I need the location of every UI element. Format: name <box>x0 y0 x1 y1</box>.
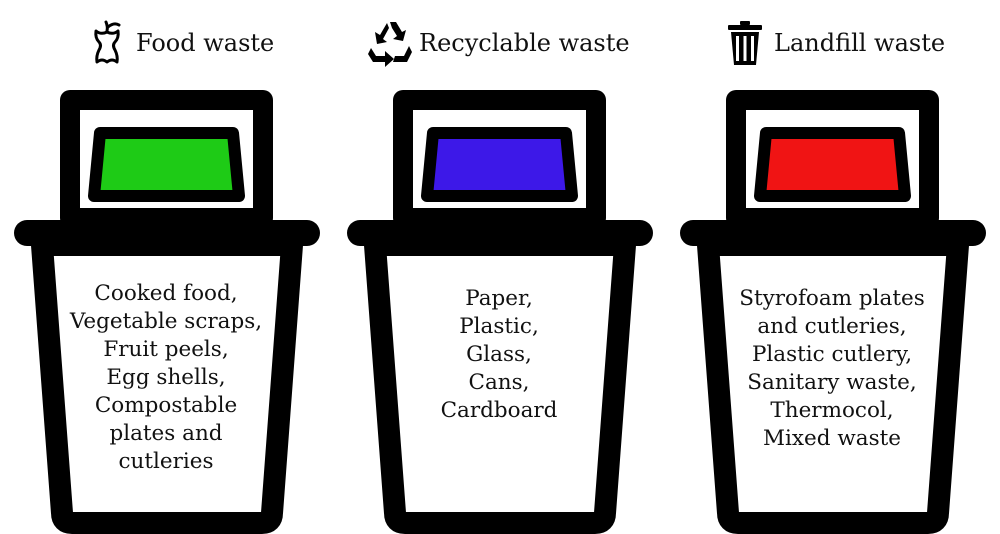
recyclable-waste-header: Recyclable waste <box>365 8 630 78</box>
list-item: Paper, <box>465 286 533 311</box>
list-item: Cardboard <box>440 398 558 423</box>
list-item: plates and <box>109 421 223 446</box>
landfill-waste-item-list: Styrofoam plates and cutleries, Plastic … <box>721 285 943 453</box>
landfill-waste-lid-opening <box>754 127 911 202</box>
recycle-icon <box>365 18 415 68</box>
list-item: Cooked food, <box>94 281 238 306</box>
list-item: Glass, <box>466 342 532 367</box>
landfill-waste-header: Landfill waste <box>720 8 945 78</box>
list-item: Plastic cutlery, <box>751 342 913 367</box>
recyclable-waste-title: Recyclable waste <box>419 29 630 57</box>
list-item: Plastic, <box>459 314 539 339</box>
list-item: Cans, <box>468 370 530 395</box>
landfill-waste-bin: Landfill waste Styrofoam plates and cutl… <box>666 0 1000 534</box>
bin-outline <box>680 90 986 534</box>
recyclable-waste-item-list: Paper, Plastic, Glass, Cans, Cardboard <box>388 285 610 425</box>
list-item: cutleries <box>118 449 214 474</box>
landfill-waste-title: Landfill waste <box>774 29 946 57</box>
list-item: Thermocol, <box>770 398 894 423</box>
food-waste-lid-opening <box>88 127 245 202</box>
list-item: Sanitary waste, <box>747 370 917 395</box>
bin-outline <box>347 90 653 534</box>
recyclable-waste-bin: Recyclable waste Paper, Plastic, Glass, … <box>333 0 667 534</box>
list-item: Compostable <box>94 393 238 418</box>
food-waste-title: Food waste <box>136 29 275 57</box>
bin-outline <box>14 90 320 534</box>
food-waste-bin: Food waste Cooked food, Vegetable scraps… <box>0 0 334 534</box>
list-item: Styrofoam plates <box>739 286 925 311</box>
apple-core-icon <box>82 18 132 68</box>
list-item: Egg shells, <box>106 365 226 390</box>
recyclable-waste-lid-opening <box>421 127 578 202</box>
list-item: Mixed waste <box>763 426 901 451</box>
list-item: and cutleries, <box>757 314 907 339</box>
list-item: Vegetable scraps, <box>69 309 263 334</box>
trash-can-icon <box>720 18 770 68</box>
food-waste-item-list: Cooked food, Vegetable scraps, Fruit pee… <box>55 280 277 476</box>
list-item: Fruit peels, <box>103 337 229 362</box>
food-waste-header: Food waste <box>82 8 274 78</box>
